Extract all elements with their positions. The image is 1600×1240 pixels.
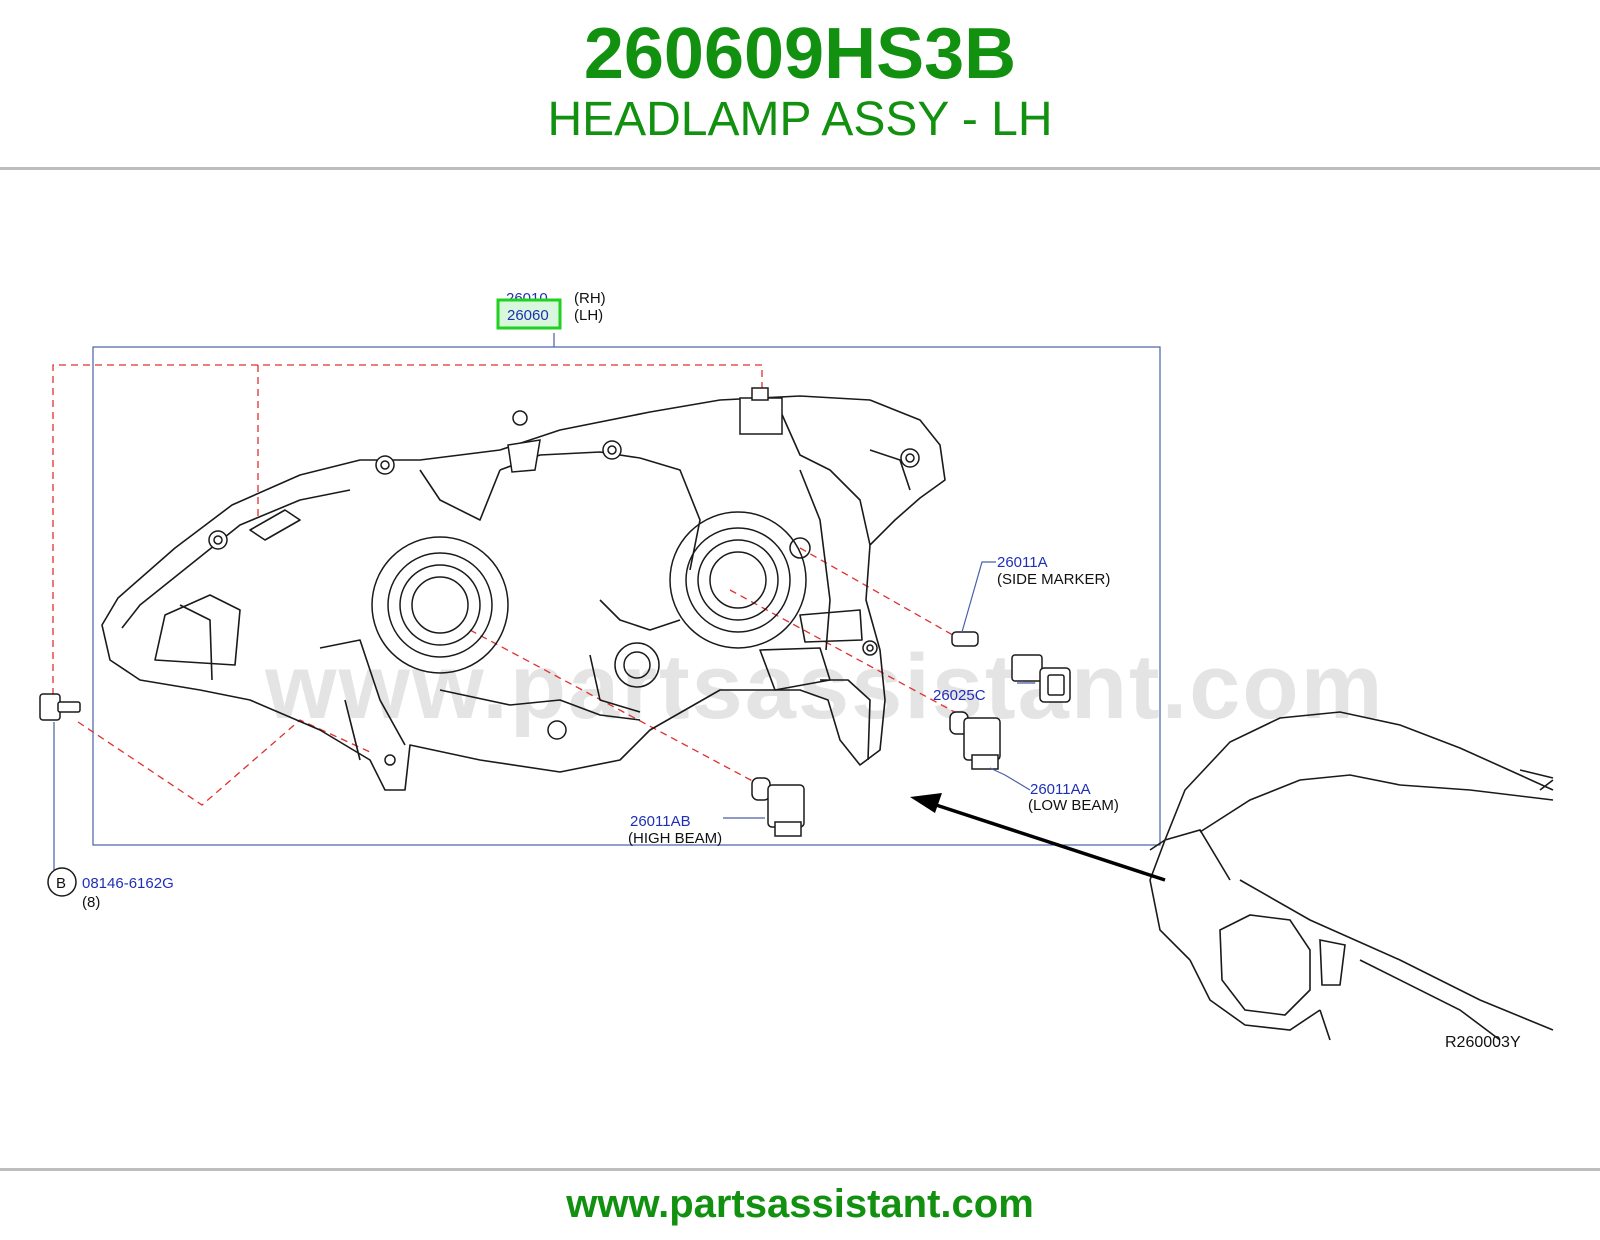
socket-drawing <box>1011 654 1071 703</box>
part-note-rh: (RH) <box>574 290 606 307</box>
part-label-26060[interactable]: 26060 <box>507 307 549 324</box>
page-header: 260609HS3B HEADLAMP ASSY - LH <box>0 0 1600 168</box>
low-beam-bulb-drawing <box>949 711 1001 770</box>
headlamp-reflectors <box>371 511 811 688</box>
footer-website-link[interactable]: www.partsassistant.com <box>566 1182 1034 1226</box>
top-connectors <box>507 387 783 473</box>
dashed-leaders <box>52 364 961 806</box>
part-description: HEADLAMP ASSY - LH <box>547 93 1053 146</box>
part-label-08146-6162g[interactable]: 08146-6162G <box>82 875 174 892</box>
bolt-drawing <box>39 693 81 721</box>
mounting-bosses <box>208 410 920 766</box>
diagram-reference-code: R260003Y <box>1445 1034 1521 1051</box>
watermark-text: www.partsassistant.com <box>264 636 1384 738</box>
part-number-title: 260609HS3B <box>583 14 1017 94</box>
header-divider <box>0 167 1600 170</box>
part-note-side-marker: (SIDE MARKER) <box>997 571 1110 588</box>
part-label-26025c[interactable]: 26025C <box>933 687 986 704</box>
part-label-26011aa[interactable]: 26011AA <box>1030 781 1091 798</box>
part-note-low-beam: (LOW BEAM) <box>1028 797 1119 814</box>
part-label-26011ab[interactable]: 26011AB <box>630 813 691 830</box>
vehicle-silhouette <box>1149 711 1554 1041</box>
side-marker-bulb-drawing <box>951 631 979 647</box>
part-note-high-beam: (HIGH BEAM) <box>628 830 722 847</box>
label-leaders <box>723 561 1035 819</box>
assembly-boundary <box>92 346 1161 846</box>
bolt-callout-circle <box>47 867 77 897</box>
headlamp-drawing <box>101 395 946 791</box>
bolt-callout-letter: B <box>56 875 66 892</box>
part-label-26011a[interactable]: 26011A <box>997 554 1048 571</box>
footer-divider <box>0 1168 1600 1171</box>
selected-part-highlight <box>496 298 562 330</box>
part-qty-bolt: (8) <box>82 894 100 911</box>
part-note-lh: (LH) <box>574 307 603 324</box>
location-arrow <box>910 793 1166 882</box>
high-beam-bulb-drawing <box>751 777 805 837</box>
